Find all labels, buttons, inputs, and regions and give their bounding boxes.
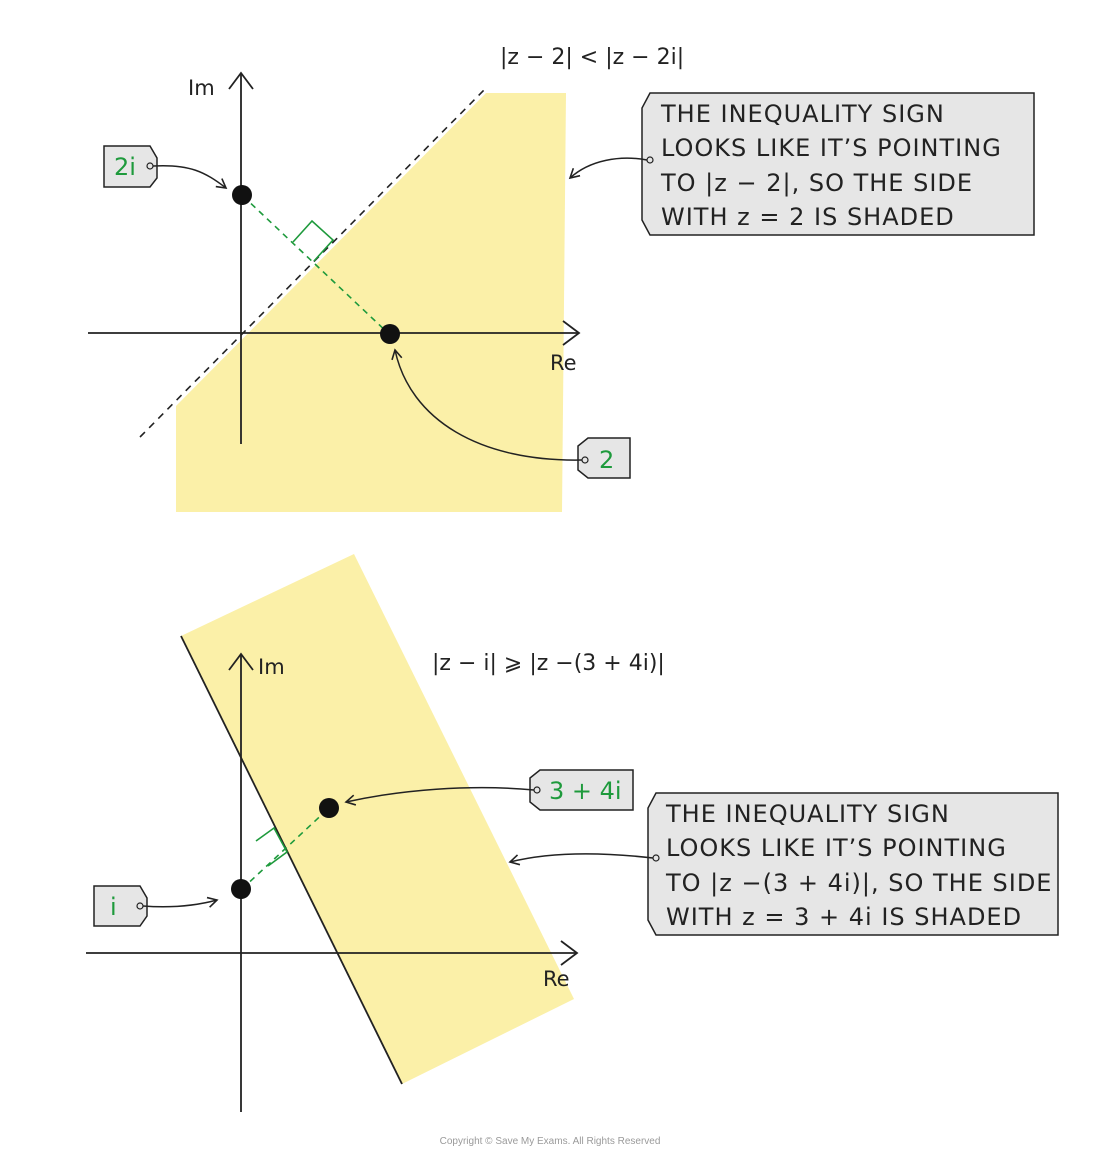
top-tag-2i: 2i — [103, 145, 158, 188]
top-note-line-1: THE INEQUALITY SIGN — [660, 100, 945, 128]
bottom-note-line-2: LOOKS LIKE IT’S POINTING — [666, 834, 1007, 862]
top-diagram: Im Re |z − 2| < |z − 2i| 2i 2 — [88, 45, 1035, 512]
top-point-2i — [232, 185, 252, 205]
bottom-real-axis-arrow — [560, 940, 579, 966]
bottom-boundary-line — [180, 635, 403, 1085]
top-tag-2: 2 — [577, 437, 631, 479]
top-tag-2-text: 2 — [599, 446, 614, 474]
bottom-shaded-region — [181, 554, 574, 1084]
top-real-axis-arrow — [562, 320, 581, 346]
top-arrow-2 — [391, 348, 583, 461]
bottom-note-line-4: WITH z = 3 + 4i IS SHADED — [666, 903, 1022, 931]
top-right-angle-marker — [292, 219, 335, 262]
top-axis-im-label: Im — [188, 76, 215, 100]
bottom-axis-im-label: Im — [258, 655, 285, 679]
top-note-arrow — [568, 157, 648, 180]
bottom-arrow-3-4i — [344, 786, 535, 806]
copyright-text: Copyright © Save My Exams. All Rights Re… — [440, 1136, 661, 1147]
top-inequality-label: |z − 2| < |z − 2i| — [500, 45, 684, 70]
bottom-right-angle-marker — [255, 826, 289, 867]
bottom-tag-3-4i: 3 + 4i — [529, 769, 634, 811]
bottom-arrow-i — [142, 896, 219, 908]
top-shaded-region — [176, 93, 566, 512]
top-point-2 — [380, 324, 400, 344]
top-note-line-3: TO |z − 2|, SO THE SIDE — [660, 169, 973, 197]
bottom-imag-axis-arrow — [228, 652, 254, 671]
top-note-line-4: WITH z = 2 IS SHADED — [661, 203, 955, 231]
top-axis-re-label: Re — [550, 351, 577, 375]
bottom-note-line-3: TO |z −(3 + 4i)|, SO THE SIDE — [665, 869, 1052, 897]
bottom-axis-re-label: Re — [543, 967, 570, 991]
top-boundary-line — [139, 87, 487, 438]
bottom-note-line-1: THE INEQUALITY SIGN — [665, 800, 950, 828]
bottom-tag-i-text: i — [110, 893, 117, 921]
top-imag-axis-arrow — [228, 71, 254, 90]
top-connector-segment — [242, 195, 390, 335]
bottom-diagram: Im Re |z − i| ⩾ |z −(3 + 4i)| 3 + 4i i — [86, 554, 1059, 1112]
bottom-tag-3-4i-text: 3 + 4i — [549, 777, 622, 805]
bottom-point-i — [231, 879, 251, 899]
bottom-note-arrow — [508, 853, 654, 866]
bottom-tag-i: i — [93, 885, 148, 927]
top-tag-2i-text: 2i — [114, 153, 136, 181]
bottom-note-box: THE INEQUALITY SIGN LOOKS LIKE IT’S POIN… — [647, 792, 1059, 936]
top-note-line-2: LOOKS LIKE IT’S POINTING — [661, 134, 1002, 162]
top-note-box: THE INEQUALITY SIGN LOOKS LIKE IT’S POIN… — [641, 92, 1035, 236]
bottom-point-3-4i — [319, 798, 339, 818]
bottom-inequality-label: |z − i| ⩾ |z −(3 + 4i)| — [432, 651, 665, 676]
top-arrow-2i — [152, 164, 228, 189]
